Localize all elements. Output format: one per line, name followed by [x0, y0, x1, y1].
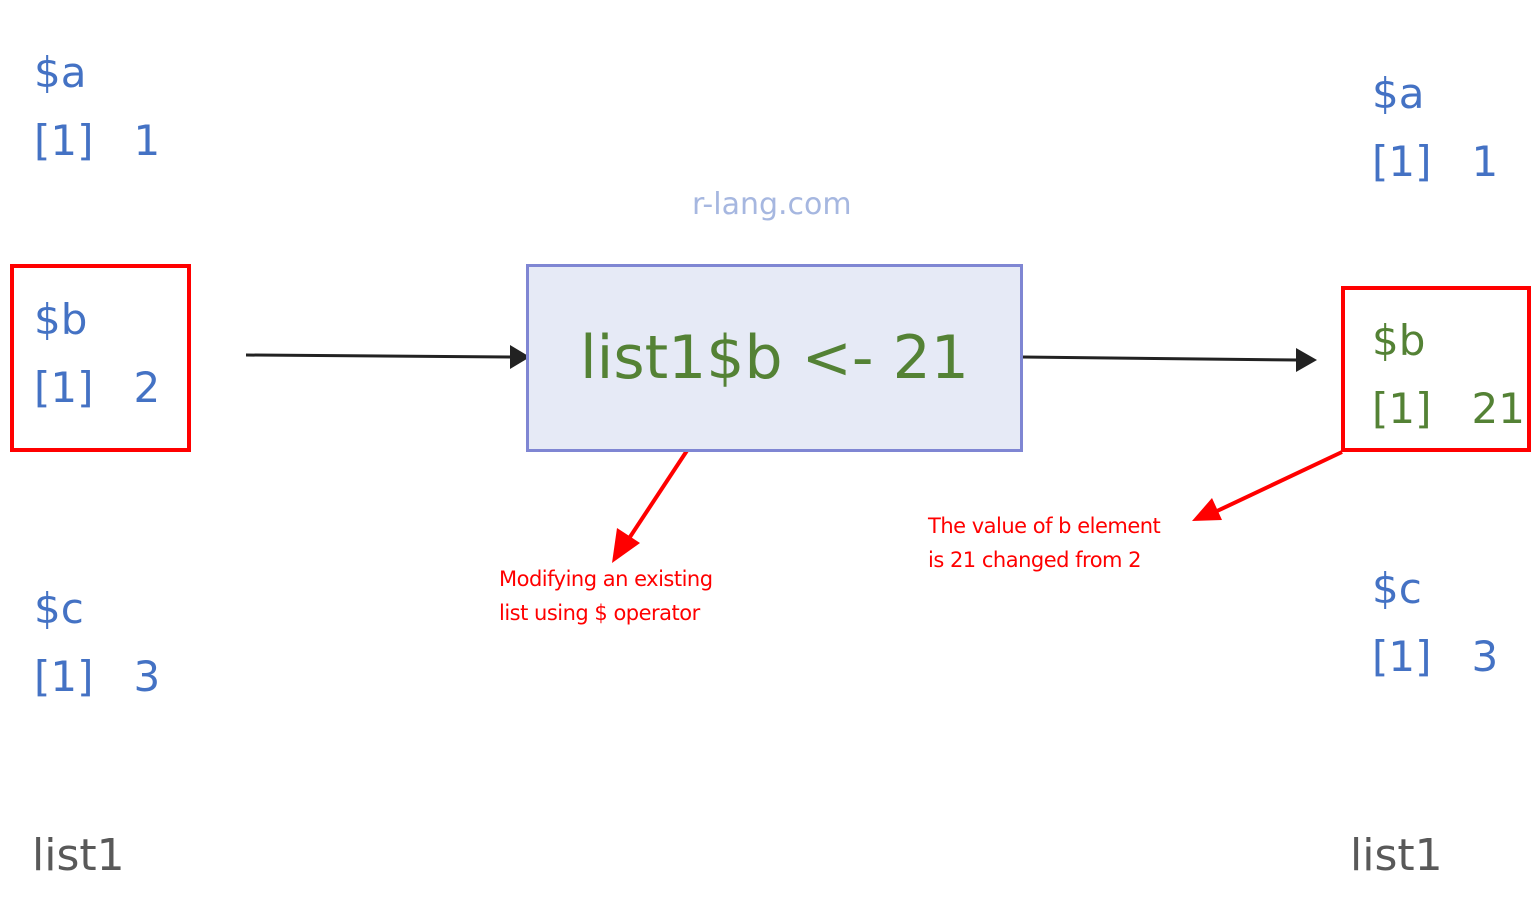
output-arrow	[1021, 348, 1317, 372]
right-value-c: [1] 3	[1372, 632, 1499, 681]
right-key-b: $b	[1372, 316, 1426, 365]
right-highlight-box	[1341, 286, 1531, 452]
right-value-b: [1] 21	[1372, 384, 1525, 433]
watermark: r-lang.com	[692, 187, 852, 222]
left-list-name: list1	[32, 830, 125, 881]
value-note-line2: is 21 changed from 2	[928, 548, 1142, 572]
left-value-b: [1] 2	[34, 363, 161, 412]
right-key-a: $a	[1372, 69, 1425, 118]
left-key-c: $c	[34, 584, 84, 633]
operator-note-line2: list using $ operator	[499, 601, 700, 625]
left-value-a: [1] 1	[34, 116, 161, 165]
operator-note-line1: Modifying an existing	[499, 567, 713, 591]
operation-box: list1$b <- 21	[526, 264, 1023, 452]
left-value-c: [1] 3	[34, 652, 161, 701]
operation-code: list1$b <- 21	[580, 323, 969, 393]
right-list-name: list1	[1350, 830, 1443, 881]
left-key-a: $a	[34, 48, 87, 97]
left-highlight-box	[10, 264, 191, 452]
left-key-b: $b	[34, 295, 88, 344]
value-note-line1: The value of b element	[928, 514, 1161, 538]
right-key-c: $c	[1372, 564, 1422, 613]
right-value-a: [1] 1	[1372, 137, 1499, 186]
value-pointer-arrow	[1192, 450, 1343, 521]
input-arrow	[245, 345, 530, 369]
